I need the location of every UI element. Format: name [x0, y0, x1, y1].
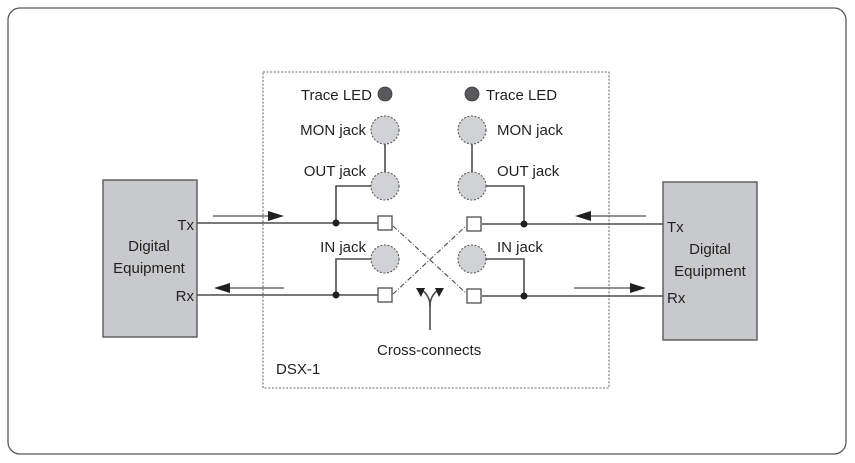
arrow-right-icon: [268, 211, 284, 221]
right-trace-led-label: Trace LED: [486, 87, 557, 104]
dsx1-panel-boundary: [262, 71, 610, 389]
arrow-right-icon: [630, 283, 646, 293]
left-in-jack-wire: [335, 258, 371, 295]
right-rx-arrow: [574, 283, 646, 293]
right-out-jack-label: OUT jack: [497, 163, 560, 180]
arrow-left-icon: [575, 211, 591, 221]
left-rx-cross-connect-terminal: [377, 287, 393, 303]
left-jack-field: Trace LED MON jack OUT jack IN jack: [300, 86, 400, 299]
right-trace-led-icon: [464, 86, 480, 102]
right-mon-jack: [457, 115, 487, 145]
left-in-jack: [370, 244, 400, 274]
right-tx-junction: [520, 220, 528, 228]
arrow-up-left-icon: [416, 288, 425, 297]
left-digital-equipment: Digital Equipment Tx Rx: [102, 179, 198, 338]
left-out-jack: [370, 171, 400, 201]
cross-connect-wire-a: [392, 225, 467, 294]
right-jack-field: Trace LED MON jack OUT jack IN jack: [457, 86, 563, 300]
left-rx-junction: [332, 291, 340, 299]
cross-connects-label: Cross-connects: [377, 342, 481, 359]
left-equipment-label-line2: Equipment: [113, 260, 186, 277]
left-rx-arrow: [214, 283, 284, 293]
right-in-jack-wire: [486, 258, 525, 296]
right-digital-equipment: Digital Equipment Tx Rx: [662, 181, 758, 341]
right-tx-cross-connect-terminal: [466, 216, 482, 232]
arrow-up-right-icon: [435, 288, 444, 297]
left-tx-cross-connect-terminal: [377, 215, 393, 231]
left-rx-label: Rx: [176, 288, 195, 305]
left-trace-led-icon: [377, 86, 393, 102]
left-tx-arrow: [213, 211, 284, 221]
left-mon-jack-label: MON jack: [300, 122, 366, 139]
left-mon-jack: [370, 115, 400, 145]
left-equipment-box: [102, 179, 198, 338]
diagram-frame: [7, 7, 847, 455]
left-tx-junction: [332, 219, 340, 227]
right-equipment-box: [662, 181, 758, 341]
left-in-jack-label: IN jack: [320, 239, 366, 256]
cross-connects-pointer: [416, 288, 444, 330]
left-out-jack-label: OUT jack: [304, 163, 367, 180]
right-rx-junction: [520, 292, 528, 300]
left-equipment-label-line1: Digital: [128, 238, 170, 255]
right-out-jack: [457, 171, 487, 201]
right-equipment-label-line2: Equipment: [674, 263, 747, 280]
left-out-jack-wire: [335, 185, 371, 223]
left-trace-led-label: Trace LED: [301, 87, 372, 104]
arrow-left-icon: [214, 283, 230, 293]
right-in-jack-label: IN jack: [497, 239, 543, 256]
right-in-jack: [457, 244, 487, 274]
right-tx-arrow: [575, 211, 646, 221]
right-rx-cross-connect-terminal: [466, 288, 482, 304]
right-equipment-label-line1: Digital: [689, 241, 731, 258]
right-rx-label: Rx: [667, 290, 686, 307]
right-mon-jack-label: MON jack: [497, 122, 563, 139]
right-tx-label: Tx: [667, 219, 684, 236]
cross-connect-wire-b: [392, 225, 467, 295]
left-tx-label: Tx: [177, 217, 194, 234]
dsx1-label: DSX-1: [276, 361, 320, 378]
right-out-jack-wire: [486, 185, 525, 224]
